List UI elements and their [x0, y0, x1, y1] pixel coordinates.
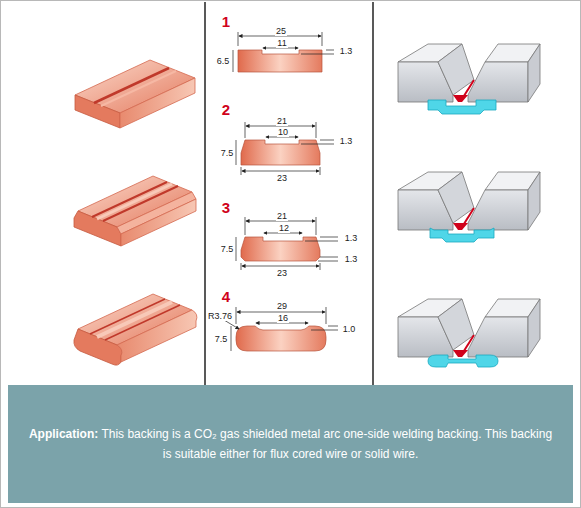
dimension-label: 6.5 — [216, 57, 231, 66]
weld-joint-2 — [398, 172, 540, 242]
backing-piece-2 — [74, 176, 196, 246]
dimension-label: 7.5 — [220, 245, 235, 254]
dimension-label: 1.3 — [339, 137, 354, 146]
callout-number: 4 — [222, 289, 230, 304]
application-body: This backing is a CO₂ gas shielded metal… — [101, 427, 552, 461]
application-heading: Application: — [29, 427, 98, 441]
dimension-label: 10 — [277, 128, 289, 137]
application-band: Application: This backing is a CO₂ gas s… — [8, 385, 573, 503]
backing-piece-1 — [75, 60, 195, 128]
dimension-label: 1.0 — [342, 325, 357, 334]
dimension-label: 1.3 — [344, 234, 359, 243]
dimension-label: 1.3 — [344, 255, 359, 264]
dimension-label: 29 — [276, 302, 288, 311]
profile-3 — [236, 217, 338, 270]
dimension-label: 7.5 — [220, 149, 235, 158]
dimension-label: 11 — [276, 39, 287, 48]
dimension-label: 23 — [276, 269, 288, 278]
dimension-label: 21 — [276, 117, 288, 126]
weld-joint-1 — [398, 44, 540, 114]
application-band-ground — [8, 385, 573, 503]
dimension-label: R3.76 — [207, 312, 233, 321]
callout-number: 2 — [222, 102, 230, 117]
dimension-label: 1.3 — [339, 47, 354, 56]
dimension-label: 23 — [276, 174, 288, 183]
profile-4 — [224, 307, 338, 351]
dimension-label: 21 — [276, 212, 288, 221]
profile-2 — [236, 122, 334, 175]
dimension-label: 7.5 — [214, 335, 229, 344]
dimension-label: 12 — [278, 224, 290, 233]
dimension-label: 25 — [275, 27, 287, 36]
dimension-label: 16 — [277, 314, 289, 323]
backing-piece-3 — [74, 294, 197, 365]
profile-1 — [233, 32, 334, 72]
weld-joint-3 — [398, 299, 540, 367]
callout-number: 3 — [222, 200, 230, 215]
application-text: Application: This backing is a CO₂ gas s… — [26, 424, 555, 464]
callout-number: 1 — [222, 14, 230, 29]
